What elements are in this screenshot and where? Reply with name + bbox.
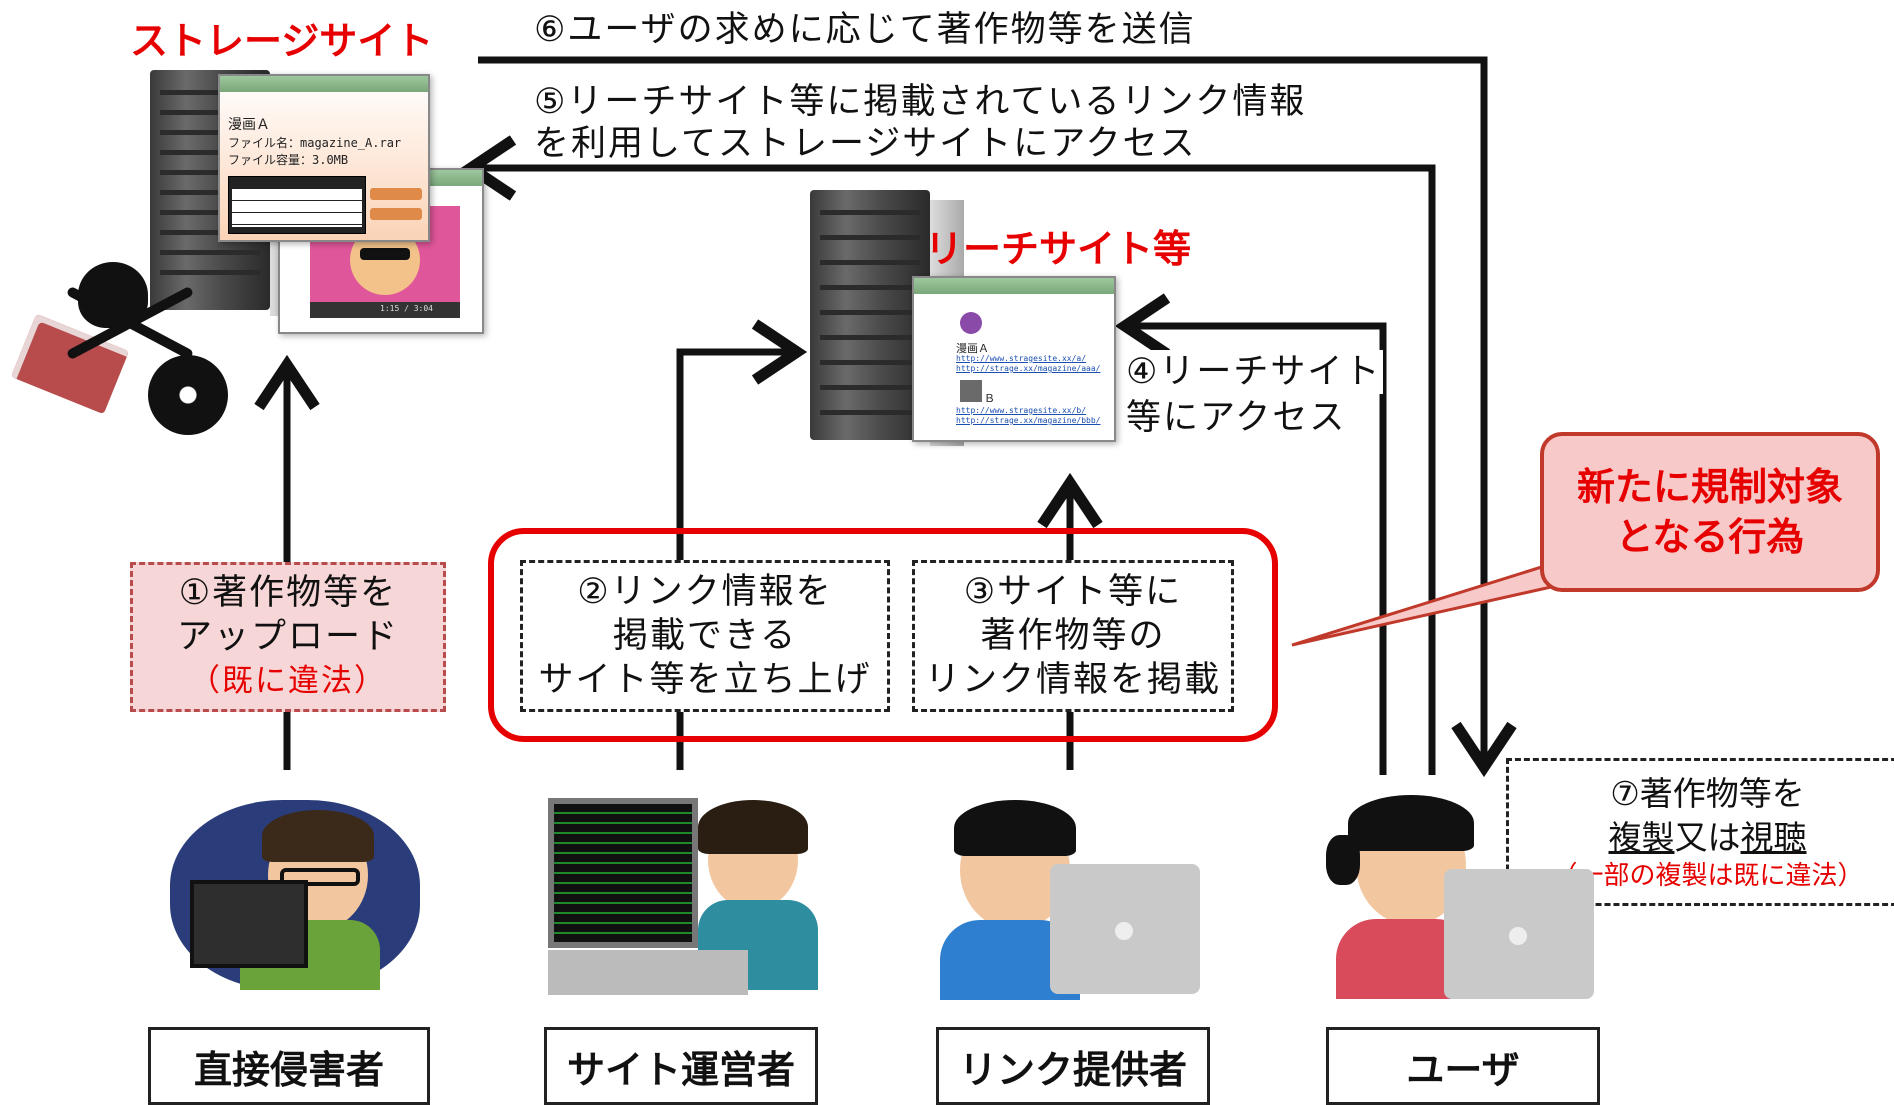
step1-line2: アップロード — [176, 617, 399, 657]
step3-box: ③サイト等に 著作物等の リンク情報を掲載 — [912, 560, 1234, 712]
leech-item2-link2[interactable]: http://strage.xx/magazine/bbb/ — [956, 416, 1101, 425]
file-name: ファイル名：magazine_A.rar — [228, 136, 402, 150]
role-site-operator: サイト運営者 — [544, 1027, 818, 1105]
step7-word-copy: 複製 — [1608, 818, 1675, 857]
download-button-free[interactable] — [370, 188, 422, 200]
step2-line1: ②リンク情報を — [577, 572, 833, 612]
operator-illustration — [548, 790, 818, 1005]
file-title: 漫画Ａ — [228, 117, 270, 133]
step3-line1: ③サイト等に — [963, 572, 1183, 612]
step5-label-line2: を利用してストレージサイトにアクセス — [534, 124, 1197, 164]
download-table — [228, 176, 366, 234]
callout-line1: 新たに規制対象 — [1576, 465, 1843, 509]
step4-label-line2: 等にアクセス — [1126, 398, 1347, 438]
leech-item1-link1[interactable]: http://www.stragesite.xx/a/ — [956, 354, 1087, 363]
step2-box: ②リンク情報を 掲載できる サイト等を立ち上げ — [520, 560, 890, 712]
leech-item2-title: Ｂ — [984, 392, 995, 405]
arrow-storage-to-user — [478, 56, 1517, 778]
storage-site-title: ストレージサイト — [130, 19, 434, 63]
download-button-paid[interactable] — [370, 208, 422, 220]
step4-label-line1: ④リーチサイト — [1126, 350, 1384, 394]
leech-item1-link2[interactable]: http://strage.xx/magazine/aaa/ — [956, 364, 1101, 373]
role-user: ユーザ — [1326, 1027, 1600, 1105]
step2-line3: サイト等を立ち上げ — [538, 660, 872, 700]
infringer-illustration — [170, 790, 420, 1000]
arrow-user-to-storage — [460, 135, 1436, 775]
role-link-provider: リンク提供者 — [936, 1027, 1210, 1105]
step7-line2: 複製又は視聴 — [1609, 816, 1807, 860]
step7-line1: ⑦著作物等を — [1610, 774, 1805, 813]
leech-item2-link1[interactable]: http://www.stragesite.xx/b/ — [956, 406, 1087, 415]
film-reel-icon — [148, 355, 228, 435]
step1-box: ①著作物等を アップロード （既に違法） — [130, 562, 446, 712]
new-regulation-group — [488, 528, 1278, 742]
link-provider-illustration — [940, 800, 1210, 1005]
step7-word-view: 視聴 — [1740, 818, 1807, 857]
storage-file-window: 漫画Ａ ファイル名：magazine_A.rar ファイル容量：3.0MB — [218, 74, 430, 242]
leech-site-title: リーチサイト等 — [925, 227, 1192, 271]
role-direct-infringer: 直接侵害者 — [148, 1027, 430, 1105]
callout-box: 新たに規制対象 となる行為 — [1540, 432, 1880, 592]
callout-pointer — [1291, 552, 1584, 647]
step7-note: （一部の複製は既に違法） — [1551, 861, 1864, 891]
video-progress: 1:15 / 3:04 — [380, 304, 433, 313]
step3-line2: 著作物等の — [980, 616, 1166, 656]
step1-note: （既に違法） — [189, 663, 387, 699]
step6-label: ⑥ユーザの求めに応じて著作物等を送信 — [534, 10, 1196, 50]
step1-line1: ①著作物等を — [178, 573, 398, 613]
callout-line2: となる行為 — [1615, 515, 1805, 559]
file-size: ファイル容量：3.0MB — [228, 153, 349, 167]
user-illustration — [1326, 795, 1596, 1005]
step7-word-or: 又は — [1674, 818, 1741, 857]
leech-site-window: 漫画Ａ http://www.stragesite.xx/a/ http://s… — [912, 276, 1116, 442]
leech-item1-title: 漫画Ａ — [956, 342, 989, 355]
step7-box: ⑦著作物等を 複製又は視聴 （一部の複製は既に違法） — [1506, 758, 1894, 906]
step5-label-line1: ⑤リーチサイト等に掲載されているリンク情報 — [534, 82, 1307, 122]
step2-line2: 掲載できる — [612, 616, 798, 656]
step3-line3: リンク情報を掲載 — [924, 660, 1221, 700]
